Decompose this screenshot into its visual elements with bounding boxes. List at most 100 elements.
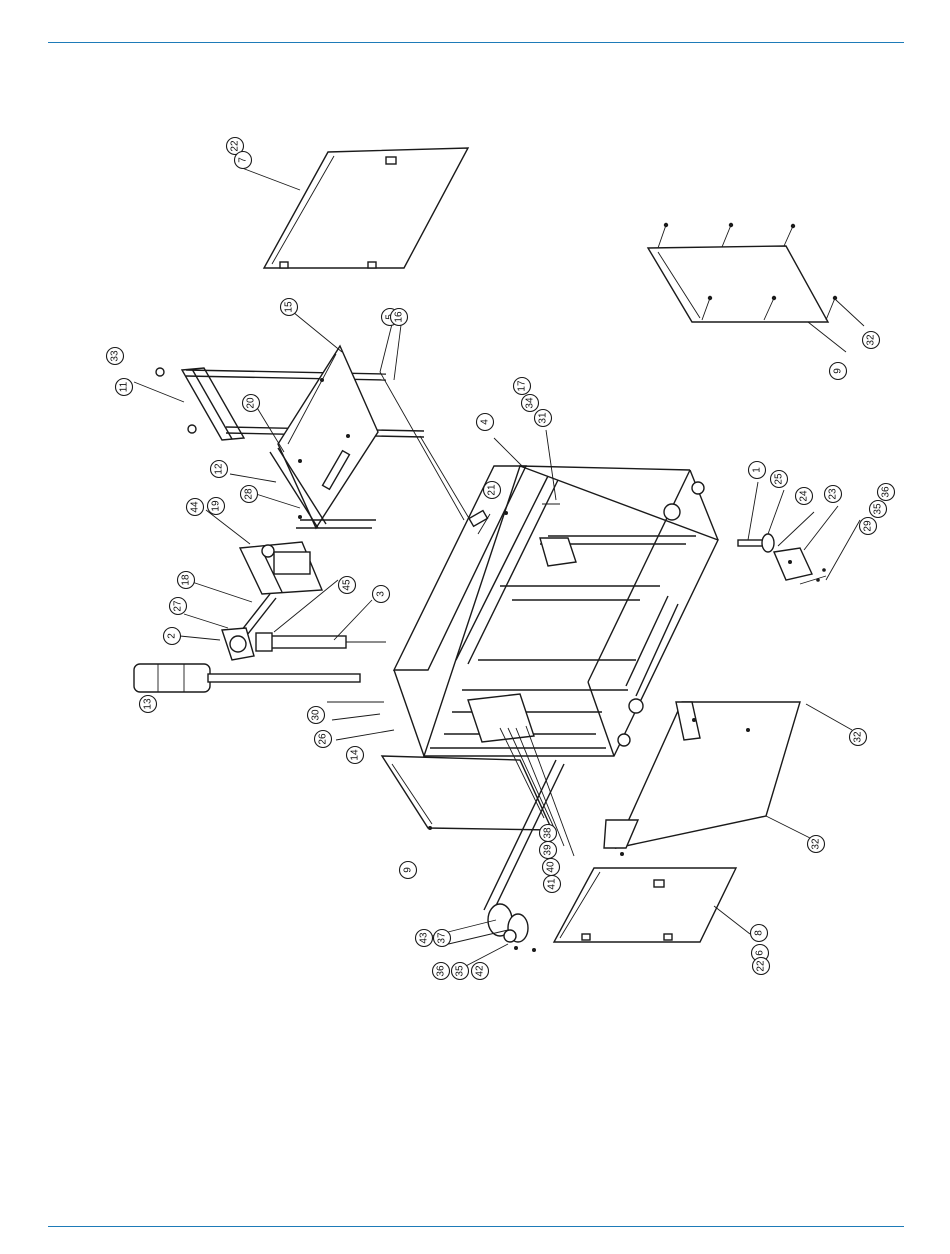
callout-label: 9	[403, 867, 414, 873]
callout-label: 22	[756, 960, 767, 972]
callout-28: 28	[241, 486, 258, 503]
callout-32: 32	[863, 332, 880, 349]
rod	[256, 633, 386, 651]
weight-cylinder	[134, 664, 360, 692]
callout-label: 29	[863, 520, 874, 532]
callout-label: 2	[167, 633, 178, 639]
bottom-panel	[554, 868, 736, 942]
callout-39: 39	[540, 842, 557, 859]
callout-9: 9	[400, 862, 417, 879]
callout-label: 6	[755, 950, 766, 956]
callout-label: 40	[546, 861, 557, 873]
callout-38: 38	[540, 825, 557, 842]
callout-33: 33	[107, 348, 124, 365]
callout-13: 13	[140, 696, 157, 713]
main-frame	[394, 466, 718, 756]
callout-label: 4	[480, 419, 491, 425]
callout-label: 38	[543, 827, 554, 839]
callout-15: 15	[281, 299, 298, 316]
callout-label: 7	[238, 157, 249, 163]
callout-label: 20	[246, 397, 257, 409]
callout-43: 43	[416, 930, 433, 947]
callout-label: 28	[244, 488, 255, 500]
callout-label: 41	[547, 878, 558, 890]
callout-label: 37	[437, 932, 448, 944]
callout-35: 35	[452, 963, 469, 980]
callout-label: 25	[774, 473, 785, 485]
callout-label: 45	[342, 579, 353, 591]
callout-label: 17	[517, 380, 528, 392]
slide-assembly	[156, 346, 470, 528]
callout-19: 19	[208, 498, 225, 515]
callout-1: 1	[749, 462, 766, 479]
callout-37: 37	[434, 930, 451, 947]
callout-2: 2	[164, 628, 181, 645]
callout-32: 32	[808, 836, 825, 853]
callout-label: 27	[173, 600, 184, 612]
callout-26: 26	[315, 731, 332, 748]
callout-label: 36	[881, 486, 892, 498]
callout-29: 29	[860, 518, 877, 535]
callout-label: 24	[799, 490, 810, 502]
callout-label: 42	[475, 965, 486, 977]
callout-35: 35	[870, 501, 887, 518]
callout-label: 30	[311, 709, 322, 721]
callout-label: 44	[190, 501, 201, 513]
callout-7: 7	[235, 152, 252, 169]
callout-20: 20	[243, 395, 260, 412]
callout-label: 36	[436, 965, 447, 977]
callout-label: 21	[487, 484, 498, 496]
top-panel	[264, 148, 468, 268]
callout-14: 14	[347, 747, 364, 764]
callout-label: 35	[873, 503, 884, 515]
callout-4: 4	[477, 414, 494, 431]
callout-25: 25	[771, 471, 788, 488]
side-panel-right	[648, 223, 837, 322]
callout-18: 18	[178, 572, 195, 589]
callout-11: 11	[116, 379, 133, 396]
callout-label: 31	[538, 412, 549, 424]
callout-17: 17	[514, 378, 531, 395]
callout-label: 43	[419, 932, 430, 944]
front-panel	[604, 702, 800, 856]
callout-40: 40	[543, 859, 560, 876]
callout-label: 9	[833, 368, 844, 374]
callout-24: 24	[796, 488, 813, 505]
callout-16: 16	[391, 309, 408, 326]
callout-21: 21	[484, 482, 501, 499]
callout-label: 32	[811, 838, 822, 850]
callout-label: 18	[181, 574, 192, 586]
callout-label: 35	[455, 965, 466, 977]
callout-label: 15	[284, 301, 295, 313]
leveling-leg	[738, 534, 826, 584]
callout-label: 39	[543, 844, 554, 856]
callout-label: 19	[211, 500, 222, 512]
callout-label: 23	[828, 488, 839, 500]
callout-label: 8	[754, 930, 765, 936]
callout-label: 14	[350, 749, 361, 761]
callout-23: 23	[825, 486, 842, 503]
small-parts	[469, 504, 560, 526]
callout-42: 42	[472, 963, 489, 980]
callout-36: 36	[433, 963, 450, 980]
callout-label: 11	[119, 381, 130, 392]
callout-label: 32	[853, 731, 864, 743]
callout-9: 9	[830, 363, 847, 380]
callout-27: 27	[170, 598, 187, 615]
callout-41: 41	[544, 876, 561, 893]
callout-3: 3	[373, 586, 390, 603]
callout-45: 45	[339, 577, 356, 594]
callout-8: 8	[751, 925, 768, 942]
callout-label: 33	[110, 350, 121, 362]
callout-label: 12	[214, 463, 225, 475]
callout-label: 26	[318, 733, 329, 745]
callout-label: 13	[143, 698, 154, 710]
callout-label: 22	[230, 140, 241, 152]
callout-label: 34	[525, 397, 536, 409]
callout-32: 32	[850, 729, 867, 746]
callout-label: 32	[866, 334, 877, 346]
drive-box	[240, 542, 322, 594]
callout-12: 12	[211, 461, 228, 478]
callout-label: 3	[376, 591, 387, 597]
callout-44: 44	[187, 499, 204, 516]
